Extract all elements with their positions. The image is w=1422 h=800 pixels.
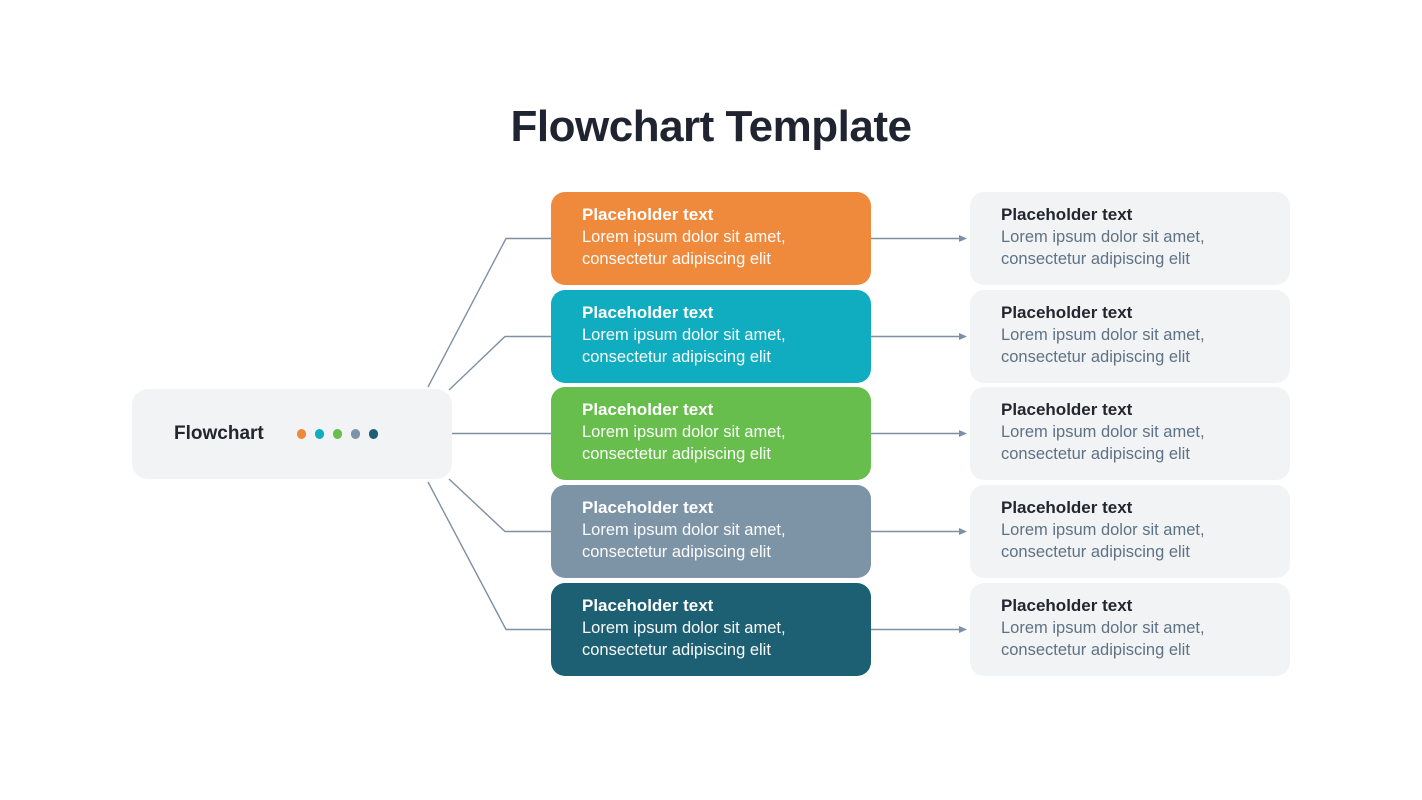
outcome-title: Placeholder text [1001,596,1133,615]
outcome-node-5: Placeholder text Lorem ipsum dolor sit a… [970,583,1290,676]
root-node-label: Flowchart [174,423,264,444]
outcome-node-2: Placeholder text Lorem ipsum dolor sit a… [970,290,1290,383]
outcome-node-4: Placeholder text Lorem ipsum dolor sit a… [970,485,1290,578]
outcome-title: Placeholder text [1001,205,1133,224]
outcome-title: Placeholder text [1001,400,1133,419]
dot-orange-icon [296,429,307,439]
root-node-dots [296,429,379,439]
root-branch-connector-4 [448,478,553,533]
outcome-body: Lorem ipsum dolor sit amet, consectetur … [1001,521,1205,561]
branch-title: Placeholder text [582,303,714,322]
root-node: Flowchart [132,389,452,479]
branch-title: Placeholder text [582,205,714,224]
outcome-body: Lorem ipsum dolor sit amet, consectetur … [1001,228,1205,268]
branch-body: Lorem ipsum dolor sit amet, consectetur … [582,521,786,561]
branch-node-4: Placeholder text Lorem ipsum dolor sit a… [551,485,871,578]
dot-teal-icon [314,429,325,439]
branch-title: Placeholder text [582,400,714,419]
outcome-node-1: Placeholder text Lorem ipsum dolor sit a… [970,192,1290,285]
outcome-title: Placeholder text [1001,498,1133,517]
outcome-body: Lorem ipsum dolor sit amet, consectetur … [1001,423,1205,463]
root-branch-connector-1 [427,237,553,388]
branch-body: Lorem ipsum dolor sit amet, consectetur … [582,619,786,659]
root-branch-connectors [427,237,553,631]
branch-body: Lorem ipsum dolor sit amet, consectetur … [582,326,786,366]
branch-title: Placeholder text [582,596,714,615]
outcome-body: Lorem ipsum dolor sit amet, consectetur … [1001,619,1205,659]
dot-slate-icon [350,429,361,439]
branch-body: Lorem ipsum dolor sit amet, consectetur … [582,228,786,268]
outcome-title: Placeholder text [1001,303,1133,322]
branch-node-2: Placeholder text Lorem ipsum dolor sit a… [551,290,871,383]
root-branch-connector-2 [448,335,553,391]
branch-body: Lorem ipsum dolor sit amet, consectetur … [582,423,786,463]
branch-title: Placeholder text [582,498,714,517]
root-branch-connector-5 [427,481,553,631]
branch-node-3: Placeholder text Lorem ipsum dolor sit a… [551,387,871,480]
branch-node-5: Placeholder text Lorem ipsum dolor sit a… [551,583,871,676]
outcome-node-3: Placeholder text Lorem ipsum dolor sit a… [970,387,1290,480]
dot-dark-teal-icon [368,429,379,439]
branch-node-1: Placeholder text Lorem ipsum dolor sit a… [551,192,871,285]
page-title: Flowchart Template [510,102,912,151]
branch-outcome-arrows [871,235,967,633]
dot-green-icon [332,429,343,439]
outcome-body: Lorem ipsum dolor sit amet, consectetur … [1001,326,1205,366]
